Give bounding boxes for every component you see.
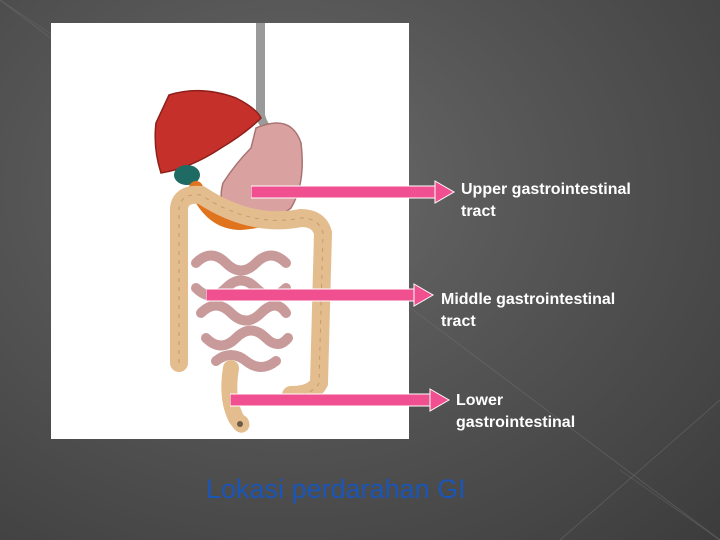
digestive-system-illustration (154, 23, 333, 433)
lower-gi-label: Lower gastrointestinal (456, 390, 575, 434)
digestive-system-image (51, 23, 409, 439)
middle-gi-label-line2: tract (441, 313, 476, 330)
middle-gi-label-line1: Middle gastrointestinal (441, 291, 616, 308)
middle-arrow (206, 283, 434, 307)
lower-gi-label-line1: Lower (456, 392, 504, 409)
upper-gi-label: Upper gastrointestinal tract (461, 179, 631, 223)
upper-gi-label-line2: tract (461, 203, 496, 220)
upper-arrow (251, 180, 455, 204)
lower-arrow (230, 388, 450, 412)
middle-gi-label: Middle gastrointestinal tract (441, 289, 615, 333)
upper-gi-label-line1: Upper gastrointestinal (461, 181, 631, 198)
slide-title: Lokasi perdarahan GI (206, 474, 466, 504)
lower-gi-label-line2: gastrointestinal (456, 414, 576, 431)
